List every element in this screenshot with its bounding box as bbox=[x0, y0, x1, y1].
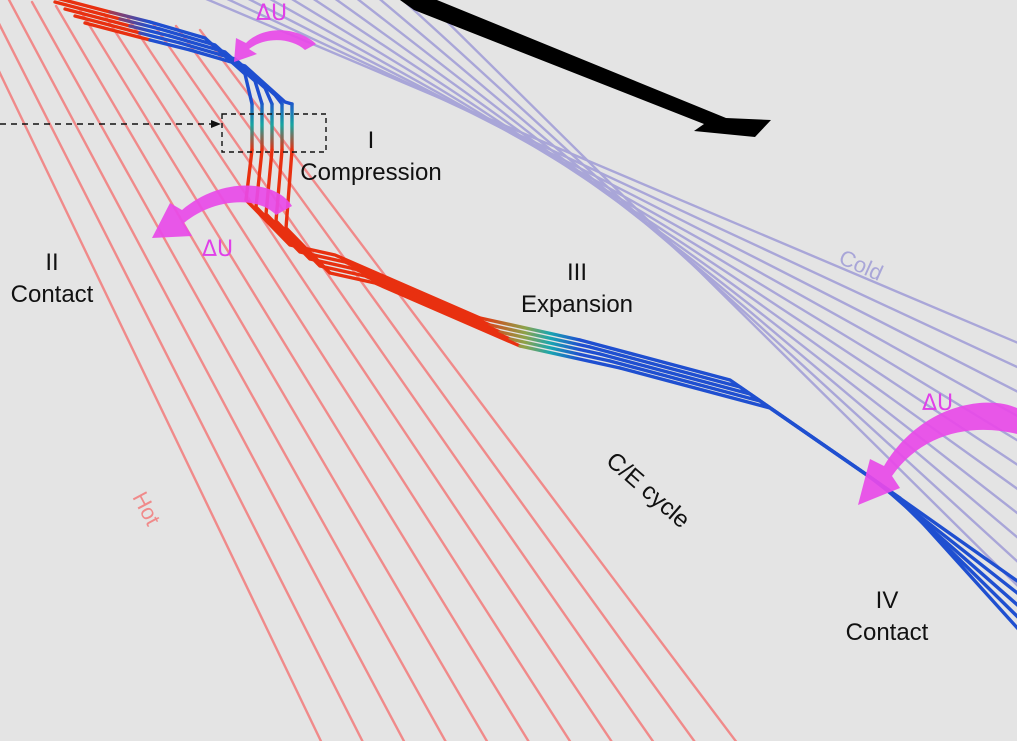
hot-line bbox=[30, 0, 447, 741]
fluid-strand bbox=[148, 38, 192, 52]
cold-line bbox=[247, 0, 1017, 393]
working-fluid-lines bbox=[53, 0, 1017, 631]
delta-u-label-top: ΔU bbox=[256, 1, 287, 26]
hot-line bbox=[54, 4, 489, 741]
hot-line bbox=[78, 8, 530, 741]
direction-arrow bbox=[400, 0, 771, 137]
hot-line bbox=[0, 22, 364, 741]
hot-line bbox=[102, 12, 572, 741]
hot-line bbox=[7, 0, 406, 741]
heat-arrow-cold bbox=[858, 402, 1017, 505]
stage-2-number: II bbox=[45, 249, 58, 276]
hot-line bbox=[174, 24, 696, 741]
stage-3-number: III bbox=[567, 259, 587, 286]
cold-line bbox=[205, 0, 1017, 344]
delta-u-label-cold: ΔU bbox=[922, 391, 953, 416]
compression-highlight-box bbox=[221, 113, 327, 153]
fluid-strand bbox=[188, 48, 294, 106]
fluid-strand bbox=[53, 0, 122, 21]
cold-line bbox=[423, 0, 1017, 587]
fluid-strand bbox=[138, 31, 182, 45]
fluid-strand bbox=[508, 337, 612, 363]
hot-line bbox=[150, 20, 655, 741]
hot-line bbox=[0, 70, 323, 741]
hot-reservoir-lines bbox=[0, 0, 738, 741]
hot-line bbox=[126, 16, 613, 741]
fluid-strand bbox=[108, 10, 152, 24]
fluid-strand bbox=[244, 148, 482, 320]
fluid-strand bbox=[128, 24, 172, 38]
fluid-strand bbox=[498, 330, 602, 356]
cold-line bbox=[269, 0, 1017, 418]
fluid-strand bbox=[478, 316, 582, 342]
fluid-strand bbox=[618, 366, 1017, 631]
delta-u-label-hot: ΔU bbox=[202, 237, 233, 262]
fluid-strand bbox=[118, 17, 162, 31]
heat-arrow-hot bbox=[152, 185, 292, 238]
fluid-strand bbox=[73, 14, 142, 35]
cold-line bbox=[226, 0, 1017, 369]
stage-1-number: I bbox=[368, 127, 375, 154]
stage-4-number: IV bbox=[876, 587, 899, 614]
cold-line bbox=[378, 0, 1017, 539]
fluid-strand bbox=[57, 0, 112, 14]
cold-line bbox=[334, 0, 1017, 491]
fluid-strand bbox=[488, 323, 592, 349]
stage-2-name: Contact bbox=[11, 281, 94, 308]
fluid-strand bbox=[518, 344, 622, 370]
fluid-strand bbox=[63, 7, 132, 28]
stage-3-name: Expansion bbox=[521, 291, 633, 318]
stage-1-name: Compression bbox=[300, 159, 441, 186]
stage-4-name: Contact bbox=[846, 619, 929, 646]
cold-line bbox=[312, 0, 1017, 466]
fluid-strand bbox=[83, 21, 152, 42]
heat-arrow-top bbox=[234, 30, 316, 62]
cold-line bbox=[291, 0, 1017, 442]
